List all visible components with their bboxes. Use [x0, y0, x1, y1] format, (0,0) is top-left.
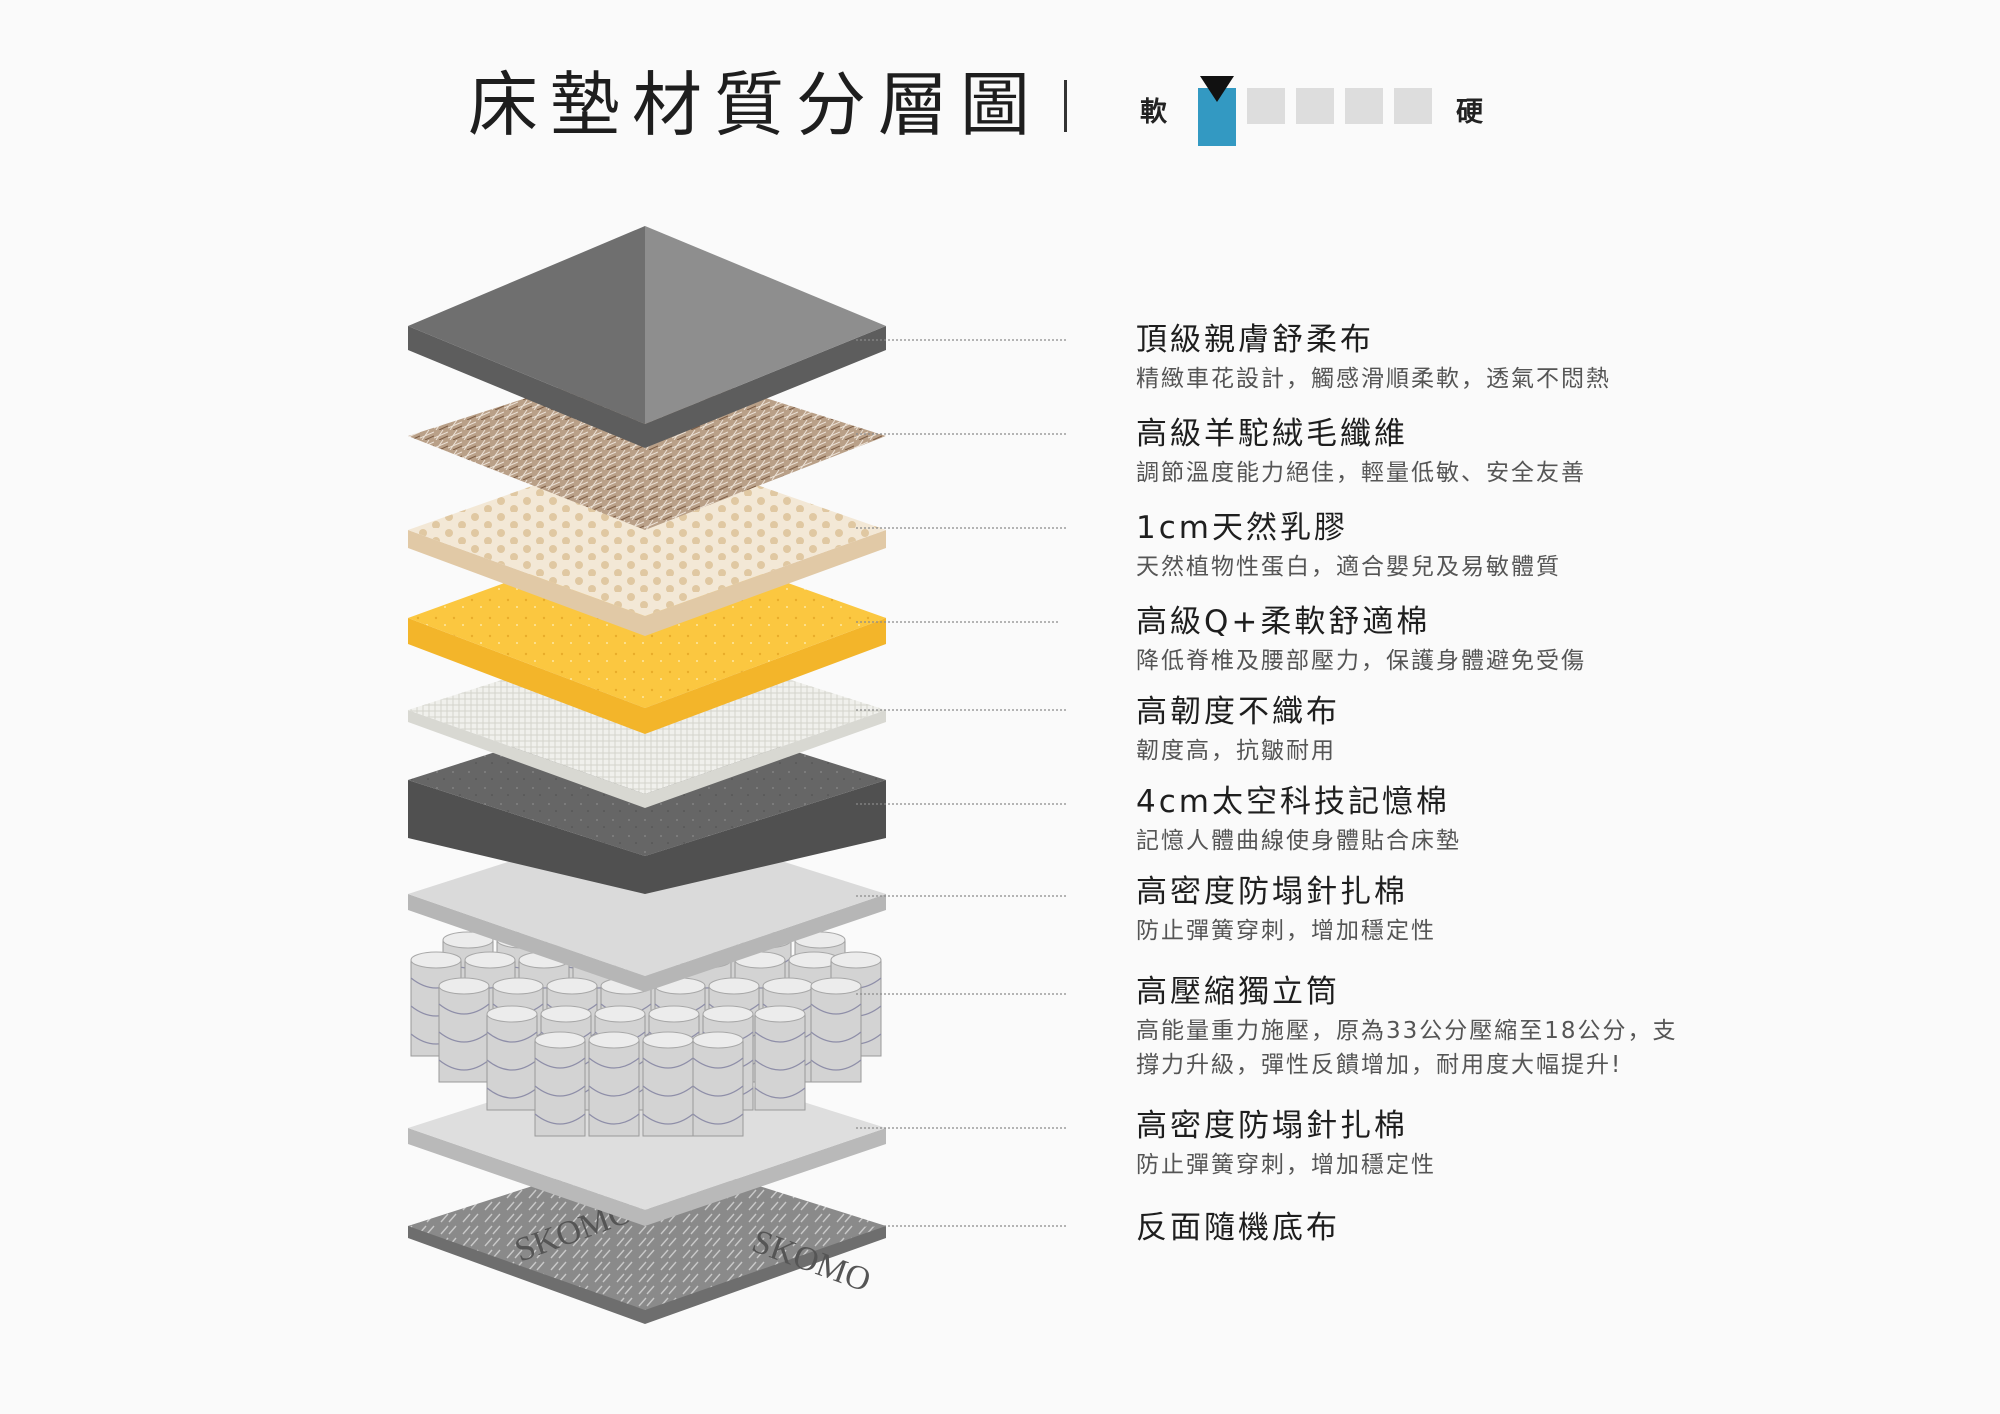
spring-cap: [692, 1031, 744, 1049]
spring-wire: [754, 1059, 806, 1071]
layer-description: 高能量重力施壓，原為33公分壓縮至18公分，支 撐力升級，彈性反饋增加，耐用度大…: [1136, 1014, 1678, 1082]
spring-cap: [642, 1031, 694, 1049]
layer-name: 頂級親膚舒柔布: [1136, 322, 1374, 358]
layer-description: 精緻車花設計，觸感滑順柔軟，透氣不悶熱: [1136, 366, 1611, 392]
spring-cap: [702, 1005, 754, 1023]
layer-name: 高密度防塌針扎棉: [1136, 874, 1408, 910]
spring-coil: [534, 1039, 586, 1137]
layer-label-4: 高級Q+柔軟舒適棉 降低脊椎及腰部壓力，保護身體避免受傷: [1136, 602, 1586, 678]
spring-wire: [486, 1059, 538, 1071]
spring-wire: [588, 1113, 640, 1125]
layer-label-8: 高壓縮獨立筒 高能量重力施壓，原為33公分壓縮至18公分，支 撐力升級，彈性反饋…: [1136, 972, 1678, 1082]
layer-latex: [408, 446, 886, 636]
spring-cap: [708, 977, 760, 995]
spring-wire: [486, 1031, 538, 1043]
firmness-pointer-icon: [1200, 76, 1234, 102]
firmness-level-5: [1394, 88, 1432, 124]
spring-wire: [486, 1087, 538, 1099]
spring-cap: [588, 1031, 640, 1049]
page-title: 床墊材質分層圖: [468, 64, 1042, 146]
spring-cap: [594, 1005, 646, 1023]
spring-wire: [534, 1085, 586, 1097]
title-divider: [1064, 80, 1067, 132]
spring-wire: [754, 1031, 806, 1043]
layer-description-line-2: 撐力升級，彈性反饋增加，耐用度大幅提升!: [1136, 1052, 1623, 1078]
layer-name: 1cm天然乳膠: [1136, 510, 1348, 546]
spring-wire: [642, 1085, 694, 1097]
layer-description: 天然植物性蛋白，適合嬰兒及易敏體質: [1136, 554, 1561, 580]
spring-cap: [810, 977, 862, 995]
spring-cap: [762, 977, 814, 995]
spring-wire: [438, 1031, 490, 1043]
layer-name: 4cm太空科技記憶棉: [1136, 784, 1450, 820]
spring-wire: [692, 1057, 744, 1069]
spring-wire: [810, 1059, 862, 1071]
spring-cap: [754, 1005, 806, 1023]
layer-description: 降低脊椎及腰部壓力，保護身體避免受傷: [1136, 648, 1586, 674]
spring-wire: [642, 1113, 694, 1125]
layer-label-1: 頂級親膚舒柔布 精緻車花設計，觸感滑順柔軟，透氣不悶熱: [1136, 320, 1611, 396]
layer-top-fabric: [408, 226, 886, 448]
spring-cap: [546, 977, 598, 995]
layer-name: 高韌度不織布: [1136, 694, 1340, 730]
spring-coil: [642, 1039, 694, 1137]
layer-label-7: 高密度防塌針扎棉 防止彈簧穿刺，增加穩定性: [1136, 872, 1436, 948]
spring-cap: [464, 951, 516, 969]
layer-label-10: 反面隨機底布: [1136, 1208, 1340, 1248]
spring-cap: [534, 1031, 586, 1049]
layer-label-9: 高密度防塌針扎棉 防止彈簧穿刺，增加穩定性: [1136, 1106, 1436, 1182]
spring-wire: [534, 1057, 586, 1069]
spring-cap: [438, 977, 490, 995]
firmness-hard-label: 硬: [1456, 97, 1483, 128]
spring-cap: [442, 931, 494, 949]
spring-wire: [692, 1113, 744, 1125]
layer-description: 防止彈簧穿刺，增加穩定性: [1136, 918, 1436, 944]
spring-cap: [410, 951, 462, 969]
spring-wire: [754, 1087, 806, 1099]
layer-name: 高級羊駝絨毛纖維: [1136, 416, 1408, 452]
spring-coil: [486, 1013, 538, 1111]
spring-cap: [486, 1005, 538, 1023]
layer-name: 反面隨機底布: [1136, 1210, 1340, 1246]
spring-wire: [588, 1085, 640, 1097]
spring-coil: [810, 985, 862, 1083]
layer-description: 防止彈簧穿刺，增加穩定性: [1136, 1152, 1436, 1178]
spring-wire: [642, 1057, 694, 1069]
layer-name: 高壓縮獨立筒: [1136, 974, 1340, 1010]
layer-label-2: 高級羊駝絨毛纖維 調節溫度能力絕佳，輕量低敏、安全友善: [1136, 414, 1586, 490]
layer-label-6: 4cm太空科技記憶棉 記憶人體曲線使身體貼合床墊: [1136, 782, 1461, 858]
spring-coil: [754, 1013, 806, 1111]
layer-bottom-fabric: SKOMO SKOMO: [408, 1150, 886, 1324]
layer-name: 高密度防塌針扎棉: [1136, 1108, 1408, 1144]
spring-wire: [810, 1003, 862, 1015]
layer-name: 高級Q+柔軟舒適棉: [1136, 604, 1431, 640]
firmness-level-2: [1247, 88, 1285, 124]
firmness-scale: 軟 硬: [1136, 76, 1516, 158]
spring-wire: [692, 1085, 744, 1097]
leader-lines: [856, 339, 1066, 1227]
spring-coil: [438, 985, 490, 1083]
spring-wire: [438, 1059, 490, 1071]
spring-wire: [588, 1057, 640, 1069]
spring-wire: [438, 1003, 490, 1015]
spring-coil: [692, 1039, 744, 1137]
layer-label-5: 高韌度不織布 韌度高，抗皺耐用: [1136, 692, 1340, 768]
spring-cap: [540, 1005, 592, 1023]
spring-cap: [830, 951, 882, 969]
layer-description: 韌度高，抗皺耐用: [1136, 738, 1336, 764]
layer-description-line-1: 高能量重力施壓，原為33公分壓縮至18公分，支: [1136, 1018, 1678, 1044]
spring-wire: [534, 1113, 586, 1125]
layer-label-3: 1cm天然乳膠 天然植物性蛋白，適合嬰兒及易敏體質: [1136, 508, 1561, 584]
firmness-soft-label: 軟: [1140, 97, 1167, 128]
spring-wire: [810, 1031, 862, 1043]
layer-description: 記憶人體曲線使身體貼合床墊: [1136, 828, 1461, 854]
layer-description: 調節溫度能力絕佳，輕量低敏、安全友善: [1136, 460, 1586, 486]
spring-coil: [588, 1039, 640, 1137]
spring-cap: [648, 1005, 700, 1023]
firmness-level-3: [1296, 88, 1334, 124]
firmness-level-4: [1345, 88, 1383, 124]
spring-cap: [492, 977, 544, 995]
